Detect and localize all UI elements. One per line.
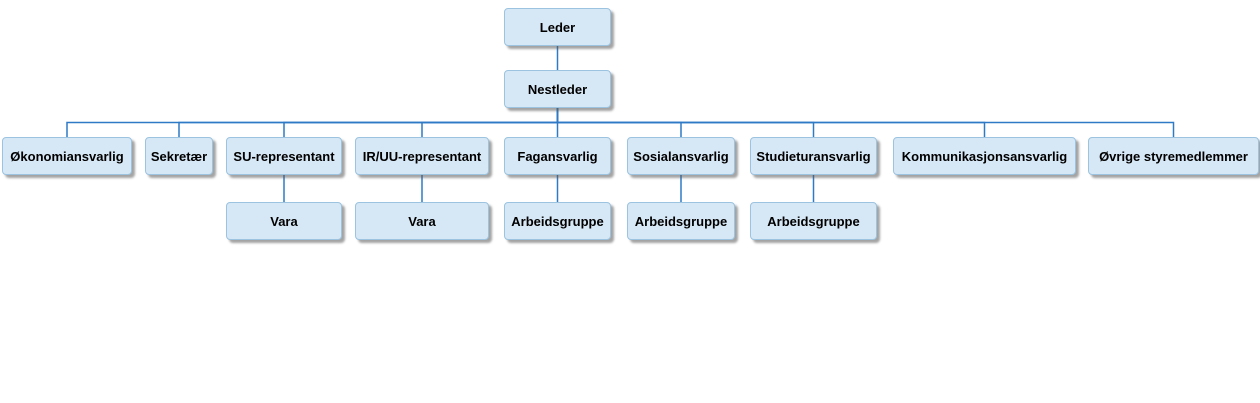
org-node-label: Kommunikasjonsansvarlig	[901, 148, 1068, 164]
org-node-label: Nestleder	[527, 81, 588, 97]
org-node-arbeidsgruppe-sosial: Arbeidsgruppe	[627, 202, 735, 240]
org-node-label: IR/UU-representant	[362, 148, 482, 164]
org-node-sekretar: Sekretær	[145, 137, 213, 175]
org-node-su-representant: SU-representant	[226, 137, 342, 175]
org-node-okonomiansvarlig: Økonomiansvarlig	[2, 137, 132, 175]
org-node-label: Økonomiansvarlig	[10, 148, 124, 164]
org-node-ovrige-styremedlemmer: Øvrige styremedlemmer	[1088, 137, 1259, 175]
org-node-label: Studieturansvarlig	[756, 148, 871, 164]
org-node-kommunikasjonsansvarlig: Kommunikasjonsansvarlig	[893, 137, 1076, 175]
org-node-label: Fagansvarlig	[517, 148, 598, 164]
edge-nestleder-to-studieturansvarlig	[556, 108, 815, 137]
org-node-label: Arbeidsgruppe	[767, 213, 860, 229]
edge-nestleder-to-kommunikasjonsansvarlig	[556, 108, 986, 137]
org-node-label: Øvrige styremedlemmer	[1099, 148, 1248, 164]
edge-nestleder-to-sekretar	[178, 108, 559, 137]
org-node-sosialansvarlig: Sosialansvarlig	[627, 137, 735, 175]
org-node-label: Vara	[408, 213, 436, 229]
org-node-leder: Leder	[504, 8, 611, 46]
org-node-label: Sekretær	[150, 148, 208, 164]
edge-nestleder-to-ir-uu-representant	[421, 108, 559, 137]
org-node-vara-ir-uu: Vara	[355, 202, 489, 240]
org-node-nestleder: Nestleder	[504, 70, 611, 108]
org-node-label: Leder	[539, 19, 576, 35]
org-node-arbeidsgruppe-studietur: Arbeidsgruppe	[750, 202, 877, 240]
edge-nestleder-to-sosialansvarlig	[556, 108, 682, 137]
edge-nestleder-to-su-representant	[283, 108, 559, 137]
org-node-label: SU-representant	[233, 148, 335, 164]
edge-nestleder-to-ovrige-styremedlemmer	[556, 108, 1175, 137]
org-node-fagansvarlig: Fagansvarlig	[504, 137, 611, 175]
org-node-label: Arbeidsgruppe	[634, 213, 728, 229]
org-node-label: Arbeidsgruppe	[511, 213, 604, 229]
org-node-vara-su: Vara	[226, 202, 342, 240]
edge-nestleder-to-okonomiansvarlig	[66, 108, 559, 137]
org-node-label: Sosialansvarlig	[633, 148, 729, 164]
org-node-arbeidsgruppe-fag: Arbeidsgruppe	[504, 202, 611, 240]
org-node-ir-uu-representant: IR/UU-representant	[355, 137, 489, 175]
org-node-studieturansvarlig: Studieturansvarlig	[750, 137, 877, 175]
org-node-label: Vara	[270, 213, 298, 229]
